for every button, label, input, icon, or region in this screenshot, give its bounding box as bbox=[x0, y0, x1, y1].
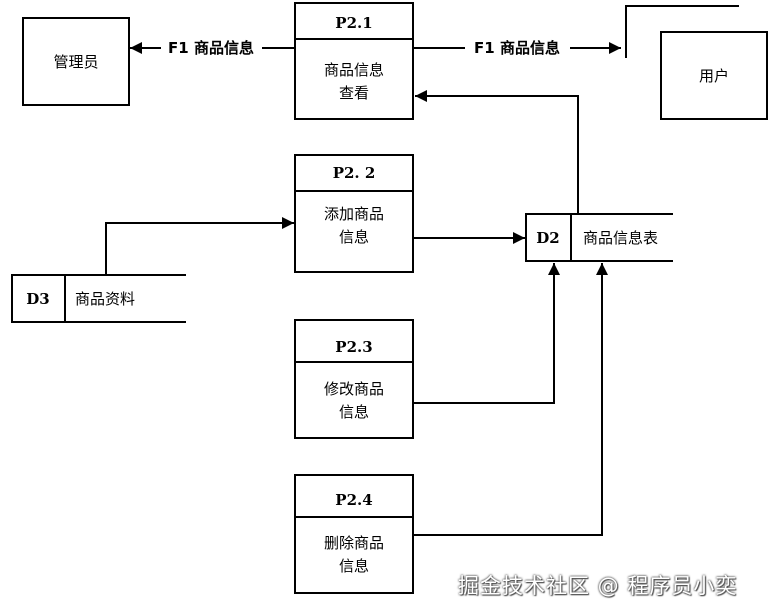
data-store-d2: D2 商品信息表 bbox=[525, 213, 673, 262]
store-id: D2 bbox=[536, 229, 559, 247]
data-store-d3: D3 商品资料 bbox=[11, 274, 186, 323]
process-id: P2.4 bbox=[335, 491, 372, 509]
process-label-line1: 商品信息 bbox=[324, 61, 384, 79]
admin-label: 管理员 bbox=[53, 53, 98, 71]
external-entity-user: 用户 bbox=[625, 5, 768, 120]
process-label-line2: 查看 bbox=[339, 84, 369, 102]
flow-p2-4-to-d2 bbox=[413, 263, 608, 536]
store-name: 商品信息表 bbox=[583, 229, 658, 247]
flows bbox=[105, 42, 621, 536]
process-label-line2: 信息 bbox=[339, 228, 369, 246]
external-entity-admin: 管理员 bbox=[22, 17, 130, 106]
flow-d3-to-p2-2 bbox=[105, 217, 294, 275]
process-p2-3: P2.3 修改商品 信息 bbox=[294, 319, 414, 439]
process-p2-2: P2. 2 添加商品 信息 bbox=[294, 154, 414, 273]
process-label-line1: 添加商品 bbox=[324, 205, 384, 223]
process-label-line2: 信息 bbox=[339, 403, 369, 421]
process-label-line2: 信息 bbox=[339, 557, 369, 575]
store-name: 商品资料 bbox=[75, 290, 135, 308]
process-id: P2.1 bbox=[335, 14, 372, 32]
flow-label-to-admin: F1 商品信息 bbox=[168, 39, 254, 57]
flow-p2-3-to-d2 bbox=[413, 263, 560, 404]
process-id: P2.3 bbox=[335, 338, 372, 356]
watermark-text: 掘金技术社区 @ 程序员小奕 bbox=[458, 574, 738, 598]
process-label-line1: 删除商品 bbox=[324, 534, 384, 552]
user-label: 用户 bbox=[699, 67, 729, 85]
store-id: D3 bbox=[26, 290, 49, 308]
process-p2-4: P2.4 删除商品 信息 bbox=[294, 474, 414, 594]
flow-label-to-user: F1 商品信息 bbox=[474, 39, 560, 57]
process-id: P2. 2 bbox=[333, 164, 376, 182]
process-label-line1: 修改商品 bbox=[324, 380, 384, 398]
flow-d2-to-p2-1 bbox=[415, 90, 579, 214]
process-p2-1: P2.1 商品信息 查看 bbox=[294, 2, 414, 120]
